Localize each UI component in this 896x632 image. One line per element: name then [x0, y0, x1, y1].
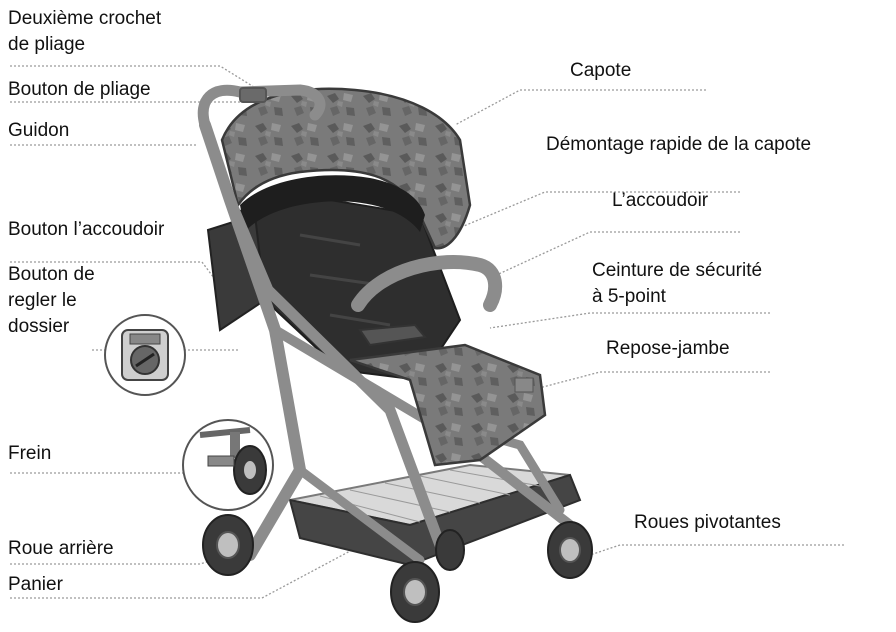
label-canopy-quick-release: Démontage rapide de la capote: [546, 132, 811, 158]
rear-wheel-right: [436, 530, 464, 570]
leader-leg-rest: [520, 372, 770, 393]
label-harness-line2: à 5-point: [592, 284, 762, 310]
label-leg-rest: Repose-jambe: [606, 336, 730, 362]
label-backrest-button: Bouton de regler le dossier: [8, 262, 95, 340]
label-armrest: L’accoudoir: [612, 188, 708, 214]
front-wheel-right: [548, 522, 592, 578]
leader-swivel-wheels: [590, 545, 844, 555]
label-second-fold-hook-line2: de pliage: [8, 32, 161, 58]
label-backrest-button-line3: dossier: [8, 314, 95, 340]
label-second-fold-hook: Deuxième crochet de pliage: [8, 6, 161, 58]
rear-wheel: [203, 515, 253, 575]
label-basket: Panier: [8, 572, 63, 598]
backrest-button-inset: [105, 315, 185, 395]
label-harness: Ceinture de sécurité à 5-point: [592, 258, 762, 310]
label-backrest-button-line1: Bouton de: [8, 262, 95, 288]
leader-harness: [490, 313, 770, 328]
label-backrest-button-line2: regler le: [8, 288, 95, 314]
brake-inset: [183, 420, 273, 510]
label-canopy: Capote: [570, 58, 631, 84]
label-fold-button: Bouton de pliage: [8, 77, 151, 103]
label-swivel-wheels: Roues pivotantes: [634, 510, 781, 536]
label-brake: Frein: [8, 441, 51, 467]
label-armrest-button: Bouton l’accoudoir: [8, 217, 164, 243]
label-handlebar: Guidon: [8, 118, 69, 144]
leader-canopy: [455, 90, 706, 125]
label-rear-wheel: Roue arrière: [8, 536, 114, 562]
front-wheel-left: [391, 562, 439, 622]
label-harness-line1: Ceinture de sécurité: [592, 258, 762, 284]
label-second-fold-hook-line1: Deuxième crochet: [8, 6, 161, 32]
